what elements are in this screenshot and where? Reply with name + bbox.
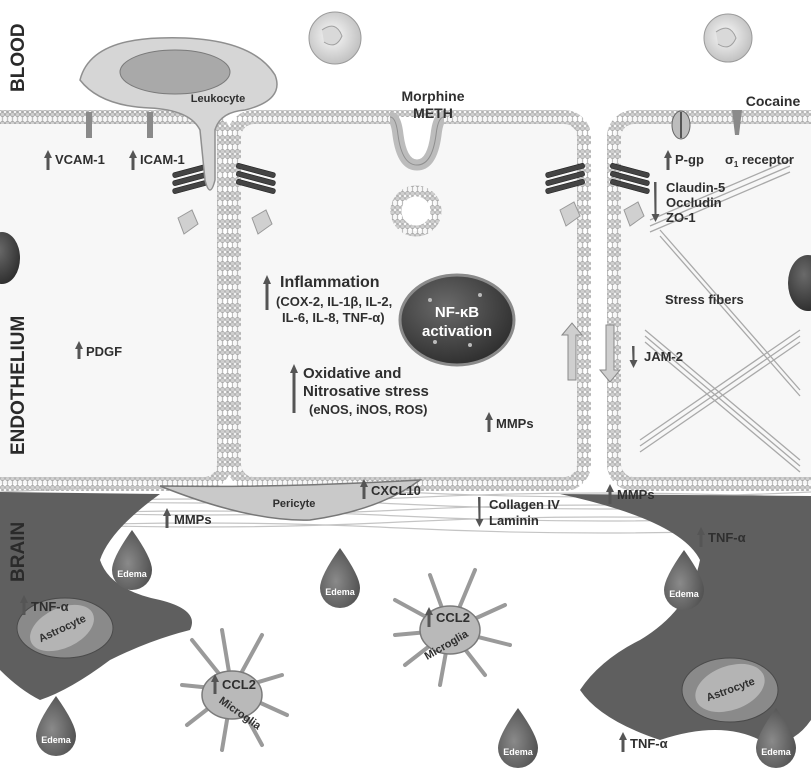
svg-text:ICAM-1: ICAM-1 [140,152,185,167]
svg-text:Inflammation: Inflammation [280,274,380,291]
svg-text:CXCL10: CXCL10 [371,483,421,498]
nfkb-nucleus: NF-κB activation [400,275,514,365]
pericyte-label: Pericyte [273,498,316,510]
svg-text:ZO-1: ZO-1 [666,210,696,225]
svg-text:Claudin-5: Claudin-5 [666,180,725,195]
svg-text:CCL2: CCL2 [222,677,256,692]
svg-text:P-gp: P-gp [675,152,704,167]
svg-text:Laminin: Laminin [489,513,539,528]
svg-text:Collagen IV: Collagen IV [489,497,560,512]
svg-text:VCAM-1: VCAM-1 [55,152,105,167]
astrocyte-right: Astrocyte [560,494,811,743]
leukocyte-label: Leukocyte [191,93,245,105]
region-label-brain: BRAIN [8,522,29,582]
svg-text:MMPs: MMPs [174,512,212,527]
region-label-blood: BLOOD [8,23,29,92]
svg-text:TNF-α: TNF-α [630,736,668,751]
edema-drop: Edema [498,708,538,768]
edema-label: Edema [41,735,72,745]
svg-text:(eNOS, iNOS, ROS): (eNOS, iNOS, ROS) [309,402,427,417]
down-arrow-icon [476,497,484,527]
svg-text:TNF-α: TNF-α [31,599,69,614]
svg-text:PDGF: PDGF [86,344,122,359]
svg-text:IL-6, IL-8, TNF-α): IL-6, IL-8, TNF-α) [282,310,385,325]
vcam1-protein [86,112,92,138]
edema-drop: Edema [664,550,704,610]
microglia-2: Microglia [395,570,510,685]
red-blood-cell [704,14,752,62]
drug-cocaine: Cocaine [746,93,801,109]
icam1-protein [147,112,153,138]
svg-text:(COX-2, IL-1β, IL-2,: (COX-2, IL-1β, IL-2, [276,294,392,309]
nfkb-activation-label: activation [422,323,492,340]
blood-region [309,12,752,64]
edema-drop: Edema [112,530,152,590]
svg-text:MMPs: MMPs [496,416,534,431]
edema-label: Edema [117,569,148,579]
edema-drop: Edema [36,696,76,756]
edema-drop: Edema [320,548,360,608]
vesicle [396,191,436,231]
stress-fibers-label: Stress fibers [665,292,744,307]
svg-text:MMPs: MMPs [617,487,655,502]
nfkb-label: NF-κB [435,304,479,321]
edema-label: Edema [325,587,356,597]
edema-label: Edema [669,589,700,599]
drug-meth: METH [413,105,453,121]
edema-label: Edema [761,747,792,757]
svg-text:JAM-2: JAM-2 [644,349,683,364]
region-label-endothelium: ENDOTHELIUM [8,316,29,455]
svg-text:Oxidative and: Oxidative and [303,365,401,382]
svg-text:CCL2: CCL2 [436,610,470,625]
marker-inflammation: Inflammation (COX-2, IL-1β, IL-2, IL-6, … [263,274,392,325]
svg-text:Nitrosative stress: Nitrosative stress [303,383,429,400]
red-blood-cell [309,12,361,64]
svg-text:TNF-α: TNF-α [708,530,746,545]
marker-collagen-laminin: Collagen IV Laminin [476,497,561,528]
drug-morphine: Morphine [402,88,465,104]
svg-text:Occludin: Occludin [666,195,722,210]
pgp-transporter [672,111,690,139]
up-arrow-icon [619,732,627,752]
edema-label: Edema [503,747,534,757]
